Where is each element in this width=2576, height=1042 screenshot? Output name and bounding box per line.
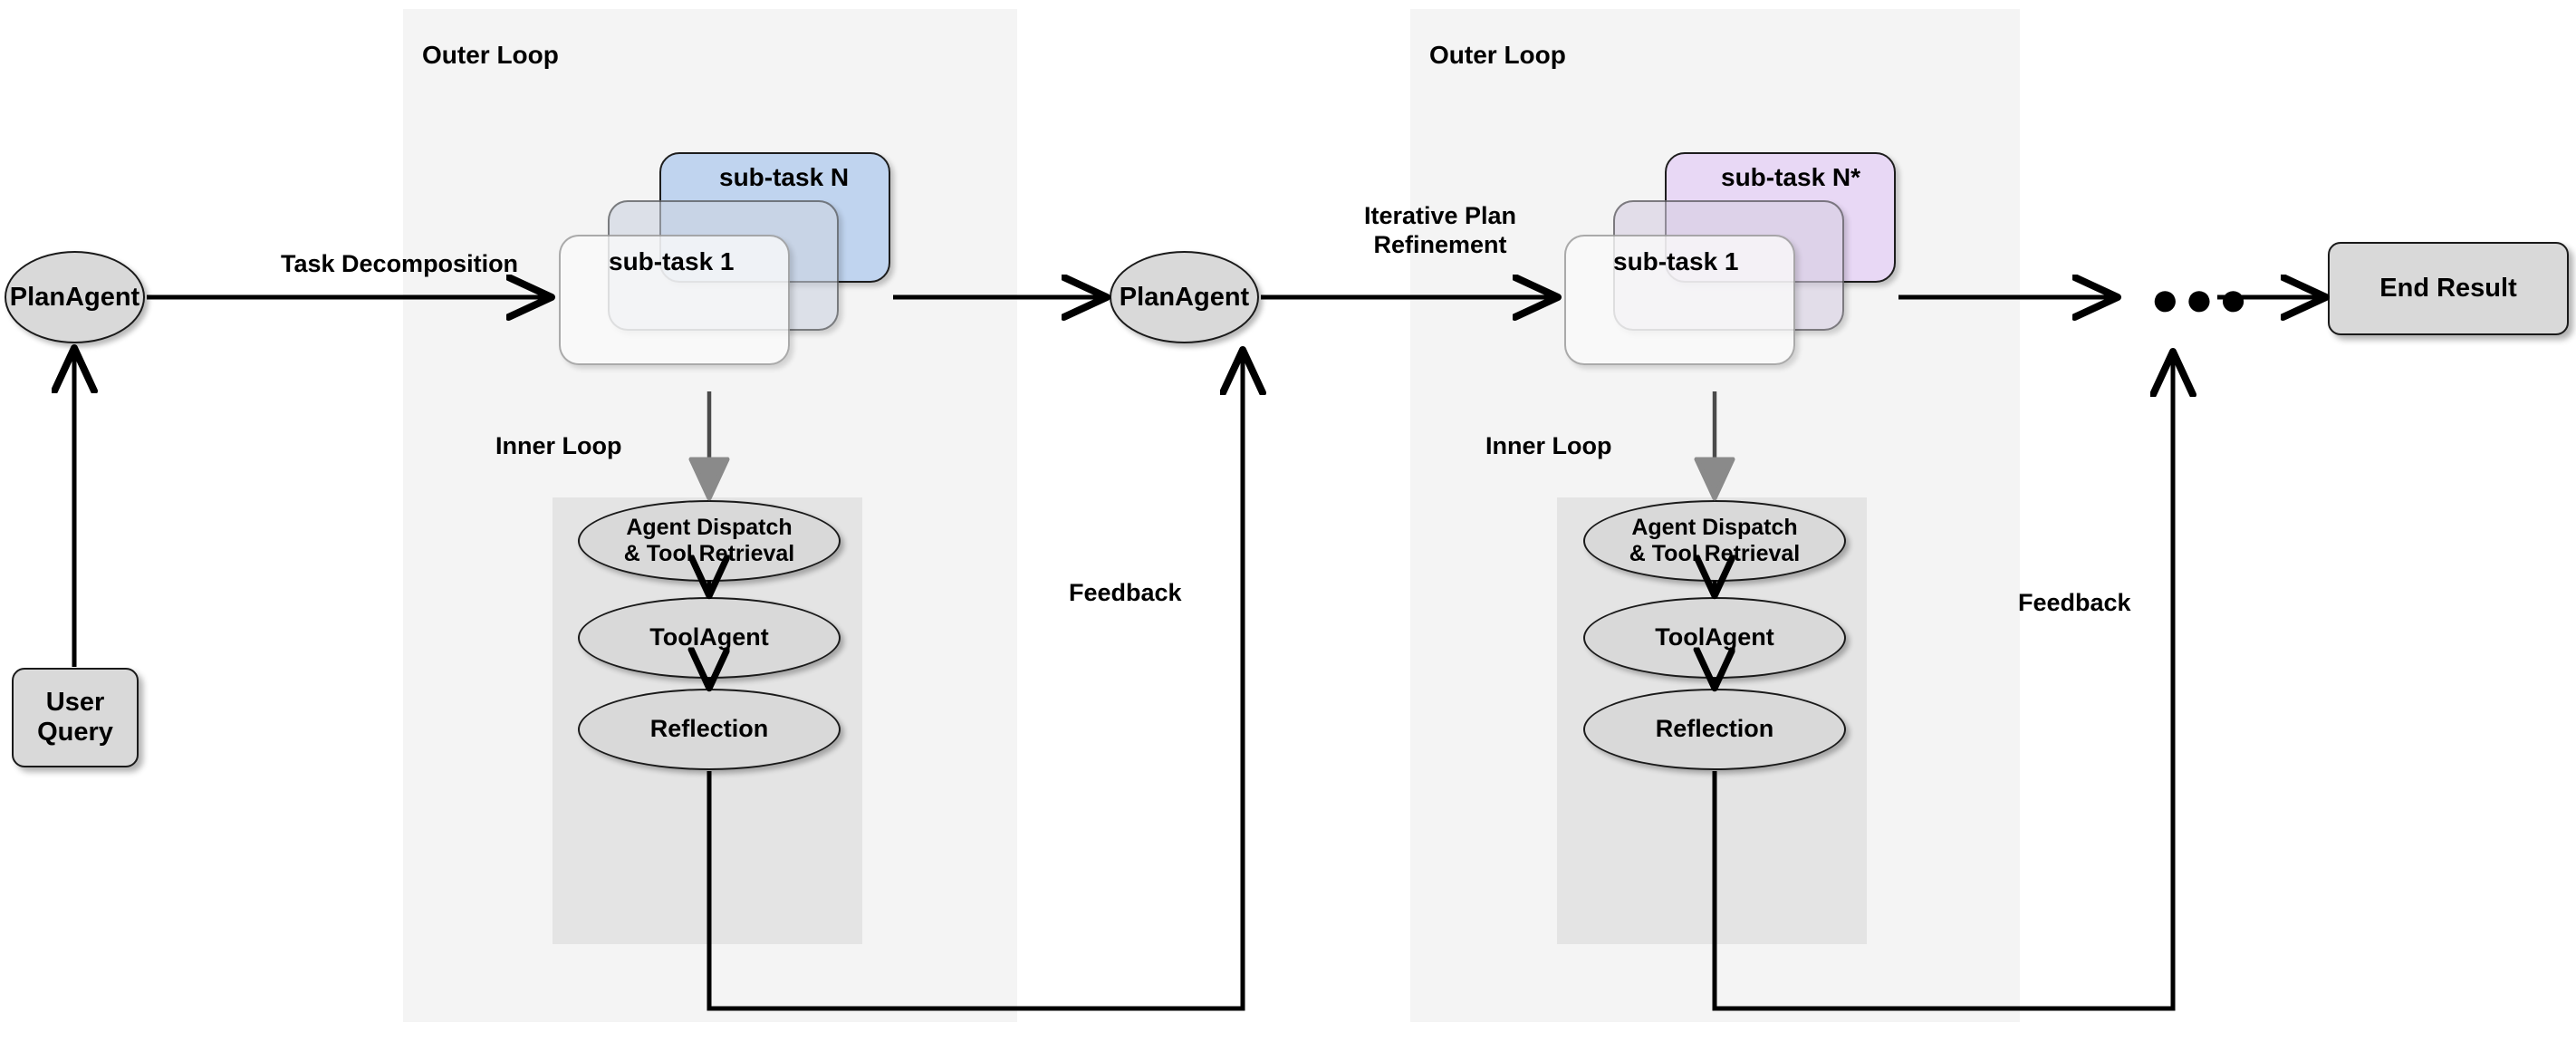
sub-task-card-front-right[interactable] — [1564, 235, 1795, 365]
plan-agent-node-2[interactable]: PlanAgent — [1110, 251, 1259, 343]
iterative-plan-refinement-label: Iterative Plan Refinement — [1350, 201, 1531, 260]
edge-feedback-1 — [706, 353, 1243, 1011]
sub-task-card-back-right-label: sub-task N* — [1721, 163, 1861, 191]
reflection-node-1[interactable]: Reflection — [578, 689, 841, 770]
iterative-plan-refinement-line-1: Iterative Plan — [1363, 202, 1517, 229]
plan-agent-node-1[interactable]: PlanAgent — [5, 251, 145, 343]
iterative-plan-refinement-line-2: Refinement — [1373, 231, 1507, 259]
feedback-label-1: Feedback — [1069, 579, 1182, 606]
edge-feedback-2 — [1712, 355, 2173, 1011]
end-result-node[interactable]: End Result — [2328, 242, 2569, 335]
sub-task-card-front-left[interactable] — [559, 235, 790, 365]
sub-task-card-front-left-label: sub-task 1 — [609, 247, 735, 275]
user-query-node[interactable]: User Query — [12, 668, 139, 767]
outer-loop-label-2: Outer Loop — [1429, 41, 1566, 69]
agent-dispatch-line-1: Agent Dispatch — [626, 514, 793, 540]
sub-task-card-front-right-label: sub-task 1 — [1613, 247, 1739, 275]
sub-task-card-back-left-label: sub-task N — [719, 163, 850, 191]
reflection-node-2[interactable]: Reflection — [1583, 689, 1846, 770]
inner-loop-label-2: Inner Loop — [1485, 432, 1612, 459]
agent-dispatch-2-line-1: Agent Dispatch — [1631, 514, 1798, 540]
inner-loop-label-1: Inner Loop — [495, 432, 622, 459]
outer-loop-label-1: Outer Loop — [422, 41, 559, 69]
feedback-label-2: Feedback — [2018, 589, 2131, 616]
task-decomposition-label: Task Decomposition — [281, 250, 519, 277]
agent-dispatch-node-1[interactable]: Agent Dispatch & Tool Retrieval — [578, 500, 841, 582]
